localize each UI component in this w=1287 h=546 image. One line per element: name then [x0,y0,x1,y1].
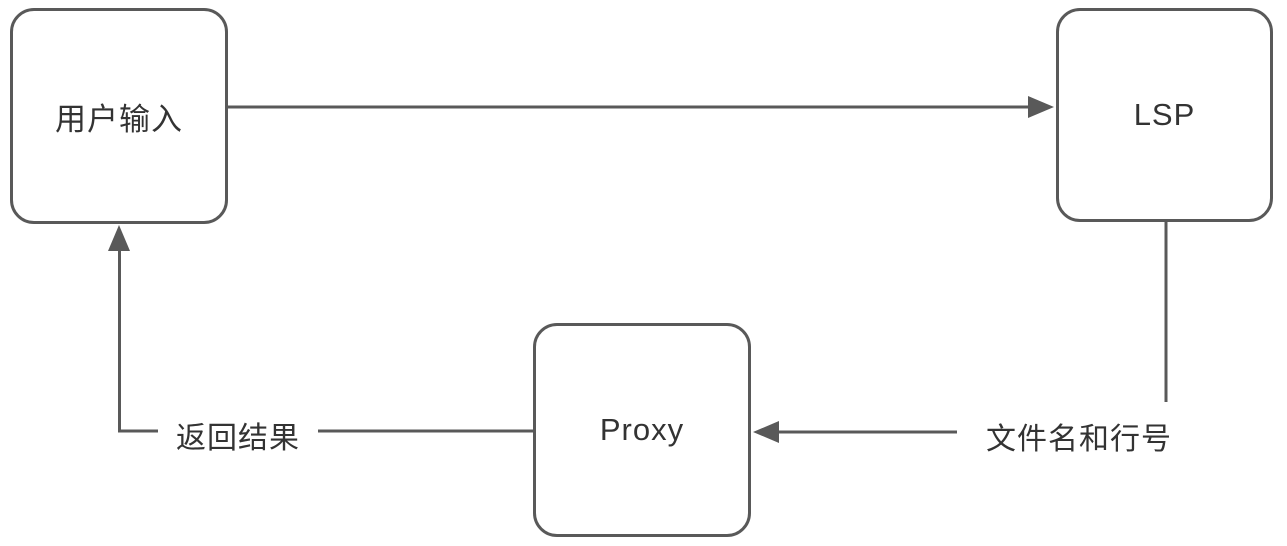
node-lsp: LSP [1056,8,1273,222]
node-proxy-label: Proxy [599,412,685,447]
edge-label-return-result: 返回结果 [176,422,300,455]
node-user-input: 用户输入 [10,8,228,224]
edge-proxy-to-user-input [108,225,533,433]
edge-lsp-to-proxy [753,222,1168,443]
node-proxy: Proxy [533,323,751,537]
arrowhead-right-icon [1028,96,1054,118]
arrowhead-up-icon [108,225,130,251]
node-lsp-label: LSP [1133,97,1196,132]
node-user-input-label: 用户输入 [55,101,183,137]
arrowhead-left-icon [753,421,779,443]
edge-user-input-to-lsp [228,96,1054,118]
edge-label-filename-line-number: 文件名和行号 [986,423,1172,456]
